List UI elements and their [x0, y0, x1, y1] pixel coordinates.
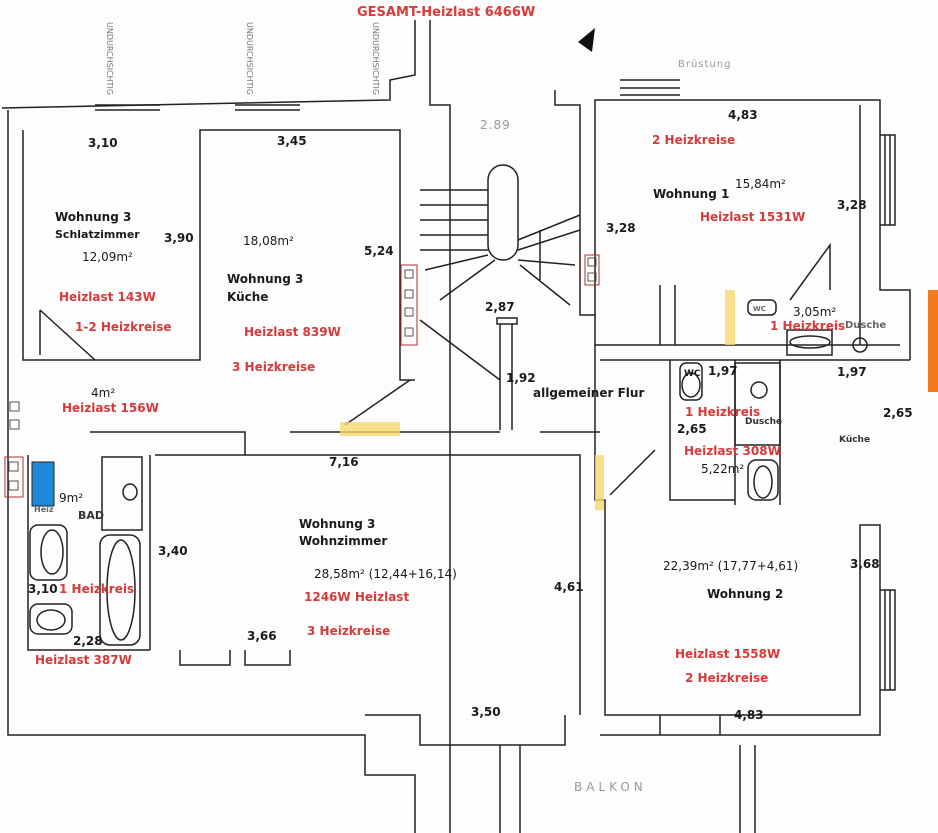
heat-load: Heizlast 387W: [35, 653, 132, 667]
dim: 3,90: [164, 231, 194, 245]
room-area: 5,22m²: [701, 462, 745, 476]
dim: 3,28: [837, 198, 867, 212]
room-name: Schlatzimmer: [55, 228, 140, 241]
dim: 4,83: [734, 708, 764, 722]
room-area: 9m²: [59, 491, 84, 505]
heat-load: Heizlast 839W: [244, 325, 341, 339]
room-name: BAD: [78, 509, 105, 522]
room-area: 12,09m²: [82, 250, 133, 264]
room-area: 15,84m²: [735, 177, 786, 191]
heating-circuits: 3 Heizkreise: [232, 360, 316, 374]
room-area: 18,08m²: [243, 234, 294, 248]
shower-label: Dusche: [745, 417, 783, 427]
apartment-label: Wohnung 1: [653, 187, 730, 201]
heating-circuits: 2 Heizkreise: [685, 671, 769, 685]
heiz-label: Heiz: [34, 505, 54, 514]
dim: 3,28: [606, 221, 636, 235]
wc-label: WC: [684, 369, 701, 379]
room-name: Küche: [839, 435, 871, 445]
heating-circuits: 1-2 Heizkreise: [75, 320, 172, 334]
apartment-label: Wohnung 2: [707, 587, 784, 601]
room-name: Wohnzimmer: [299, 534, 388, 548]
shower-label: Dusche: [845, 320, 887, 331]
dim: 3,10: [88, 136, 118, 150]
dim: 4,83: [728, 108, 758, 122]
dim: 1,97: [837, 365, 867, 379]
room-area: 28,58m² (12,44+16,14): [314, 567, 457, 581]
total-heat-load: GESAMT-Heizlast 6466W: [357, 5, 536, 20]
heat-load: Heizlast 308W: [684, 444, 781, 458]
stair-label: 2.89: [480, 118, 511, 132]
dim: 3,68: [850, 557, 880, 571]
dim: 2,28: [73, 634, 103, 648]
window-note-undurchsichtig: UNDURCHSICHTIG: [105, 22, 114, 96]
dim: 1,97: [708, 364, 738, 378]
apartment-label: Wohnung 3: [227, 272, 304, 286]
window-note-undurchsichtig: UNDURCHSICHTIG: [371, 22, 380, 96]
dim: 3,40: [158, 544, 188, 558]
dim: 3,10: [28, 582, 58, 596]
heating-circuits: 3 Heizkreise: [307, 624, 391, 638]
heat-load: Heizlast 1558W: [675, 647, 781, 661]
orange-marker: [928, 290, 938, 392]
heating-circuits: 1 Heizkreis: [59, 582, 135, 596]
heating-circuits: 1 Heizkreis: [770, 319, 846, 333]
dim: 2,65: [883, 406, 913, 420]
dim: 2,65: [677, 422, 707, 436]
heat-load: Heizlast 1531W: [700, 210, 806, 224]
balkon-label: BALKON: [574, 780, 647, 794]
dim: 7,16: [329, 455, 359, 469]
window-note-undurchsichtig: UNDURCHSICHTIG: [245, 22, 254, 96]
heating-circuits: 1 Heizkreis: [685, 405, 761, 419]
apartment-label: Wohnung 3: [299, 517, 376, 531]
apartment-label: Wohnung 3: [55, 210, 132, 224]
heating-circuits: 2 Heizkreise: [652, 133, 736, 147]
heater-block: [31, 461, 55, 507]
bruestung-label: Brüstung: [678, 59, 732, 70]
dim: 3,45: [277, 134, 307, 148]
heat-load: 1246W Heizlast: [304, 590, 410, 604]
room-area: 4m²: [91, 386, 116, 400]
room-area: 22,39m² (17,77+4,61): [663, 559, 799, 573]
room-name: allgemeiner Flur: [533, 386, 645, 400]
dim: 1,92: [506, 371, 536, 385]
dim: 2,87: [485, 300, 515, 314]
heat-load: Heizlast 156W: [62, 401, 159, 415]
wc-label: WC: [753, 305, 766, 313]
heat-load: Heizlast 143W: [59, 290, 156, 304]
room-area: 3,05m²: [793, 305, 837, 319]
dim: 4,61: [554, 580, 584, 594]
room-name: Küche: [227, 290, 269, 304]
dim: 5,24: [364, 244, 394, 258]
dim: 3,50: [471, 705, 501, 719]
dim: 3,66: [247, 629, 277, 643]
